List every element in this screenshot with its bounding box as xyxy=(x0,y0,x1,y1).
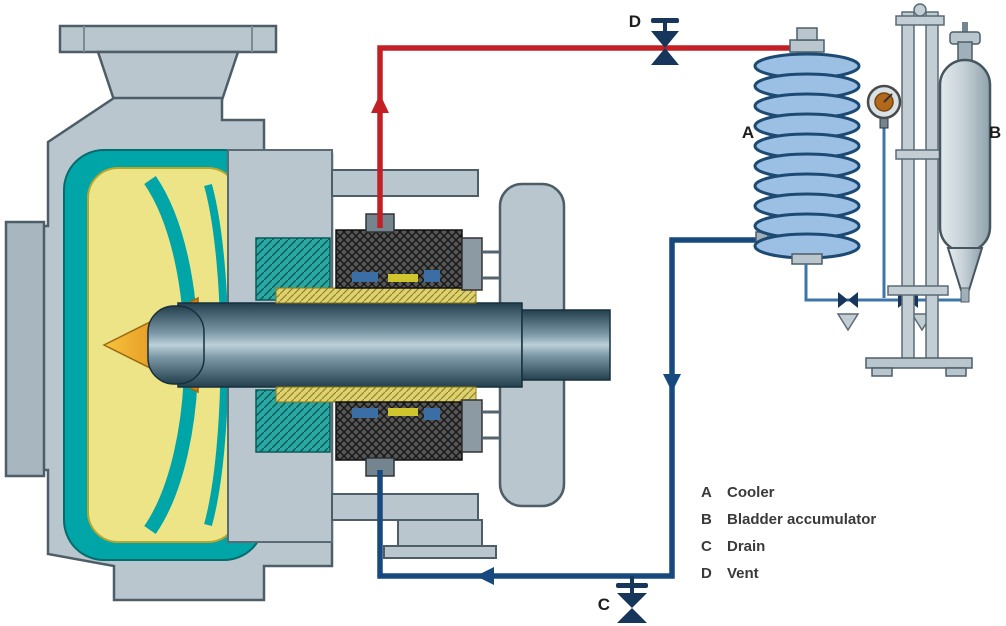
suction-flange xyxy=(4,220,46,478)
cooler xyxy=(753,27,861,265)
seal-gland xyxy=(461,237,500,453)
legend-key: B xyxy=(701,511,712,528)
shaft xyxy=(147,302,611,388)
frame-base xyxy=(865,357,973,369)
drain-funnel xyxy=(836,313,860,332)
shaft-sleeve-lower xyxy=(275,386,477,403)
cooler-top-flange xyxy=(789,39,825,53)
shaft-nose-cap xyxy=(147,305,205,385)
vent-valve xyxy=(651,18,679,65)
mechanical-seal-lower xyxy=(335,401,463,461)
legend-row: D Vent xyxy=(701,565,759,582)
marker-cooler-label: A xyxy=(742,123,754,142)
bracket-base xyxy=(383,545,497,559)
legend: A Cooler B Bladder accumulator C Drain D… xyxy=(701,484,876,582)
cooler-top-fitting xyxy=(796,27,818,41)
support-frame xyxy=(865,3,973,377)
mechanical-seal-upper xyxy=(335,229,463,289)
legend-row: A Cooler xyxy=(701,484,775,501)
legend-row: C Drain xyxy=(701,538,765,555)
marker-drain-label: C xyxy=(598,595,610,614)
manifold-valve xyxy=(838,292,858,308)
legend-key: A xyxy=(701,484,712,501)
drain-valve xyxy=(616,576,648,623)
marker-accumulator-label: B xyxy=(989,123,1001,142)
supply-arrow-up xyxy=(371,94,389,113)
marker-vent-label: D xyxy=(629,12,641,31)
legend-label: Vent xyxy=(727,565,759,582)
legend-key: C xyxy=(701,538,712,555)
cooler-bottom-flange xyxy=(791,253,823,265)
lifting-eye xyxy=(913,3,927,17)
legend-label: Drain xyxy=(727,538,765,555)
shaft-sleeve-upper xyxy=(275,287,477,304)
legend-label: Cooler xyxy=(727,484,775,501)
discharge-flange xyxy=(58,24,278,102)
return-arrow-left xyxy=(476,567,494,585)
bracket-foot xyxy=(397,519,483,547)
legend-label: Bladder accumulator xyxy=(727,511,876,528)
bladder-accumulator xyxy=(938,22,992,303)
pressure-gauge xyxy=(866,84,902,129)
legend-row: B Bladder accumulator xyxy=(701,511,876,528)
supply-line xyxy=(371,45,806,228)
return-arrow-down xyxy=(663,374,681,392)
legend-key: D xyxy=(701,565,712,582)
cooler-coil xyxy=(753,52,861,260)
